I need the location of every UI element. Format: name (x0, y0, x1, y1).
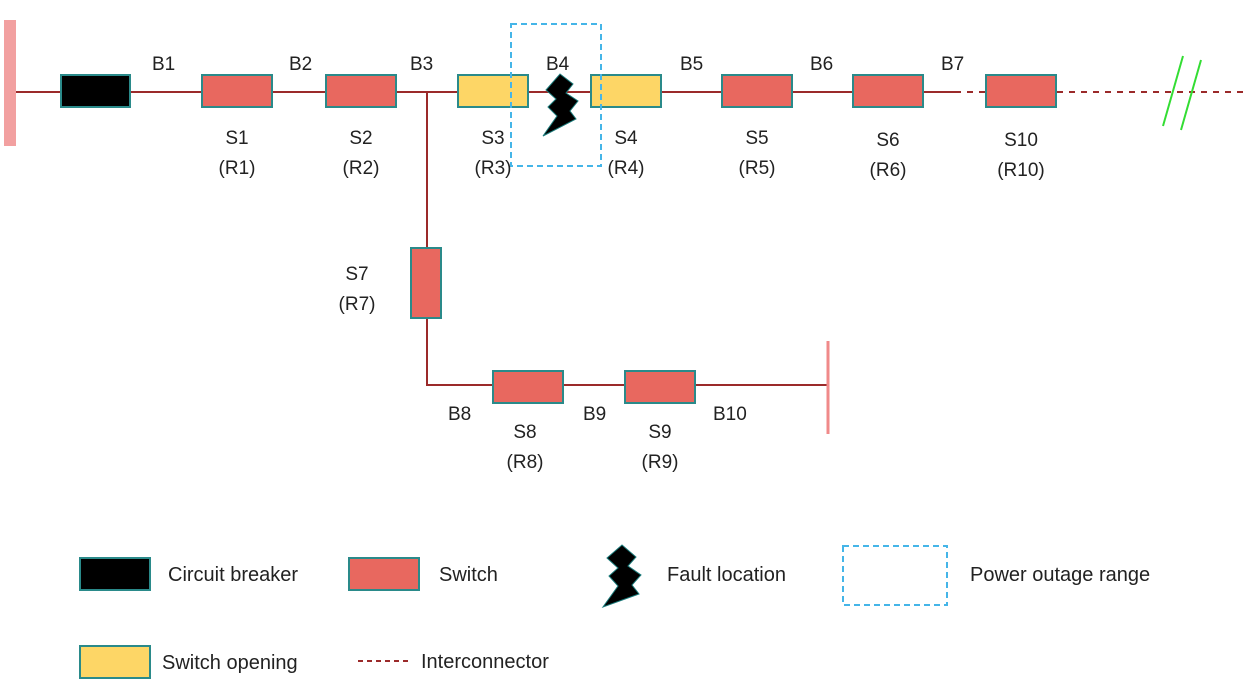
switch-s10 (985, 74, 1057, 108)
switch-s5-label: S5 (745, 128, 768, 149)
source-busbar (4, 20, 16, 146)
break-mark-1 (1162, 55, 1184, 127)
switch-s6 (852, 74, 924, 108)
switch-s4-label: S4 (614, 128, 638, 149)
switch-s6-sublabel: (R6) (870, 160, 907, 181)
bus-label-b3: B3 (410, 54, 433, 75)
switch-s7-label: S7 (345, 264, 368, 285)
bus-label-b6: B6 (810, 54, 833, 75)
switch-s5-sublabel: (R5) (739, 158, 776, 179)
legend-switch-opening-swatch (79, 645, 151, 679)
switch-s9-label: S9 (648, 422, 671, 443)
switch-s5 (721, 74, 793, 108)
switch-s8 (492, 370, 564, 404)
bus-label-b10: B10 (713, 404, 747, 425)
switch-s10-label: S10 (1004, 130, 1038, 151)
switch-s2-label: S2 (349, 128, 372, 149)
switch-s2 (325, 74, 397, 108)
legend-circuit-breaker-label: Circuit breaker (168, 564, 298, 586)
switch-s10-sublabel: (R10) (997, 160, 1045, 181)
switch-s1 (201, 74, 273, 108)
switch-s4-sublabel: (R4) (608, 158, 645, 179)
switch-s1-label: S1 (225, 128, 248, 149)
switch-s9 (624, 370, 696, 404)
legend-switch-label: Switch (439, 564, 498, 586)
bus-label-b7: B7 (941, 54, 964, 75)
fault-location-icon (542, 73, 579, 137)
switch-s8-label: S8 (513, 422, 536, 443)
bus-label-b2: B2 (289, 54, 312, 75)
legend-fault-location-label: Fault location (667, 564, 786, 586)
switch-s6-label: S6 (876, 130, 899, 151)
switch-s7 (410, 247, 442, 319)
power-outage-range-box (510, 23, 602, 167)
legend-outage-range-swatch (842, 545, 948, 606)
bus-label-b5: B5 (680, 54, 703, 75)
legend-interconnector-label: Interconnector (421, 651, 549, 673)
bus-label-b8: B8 (448, 404, 471, 425)
switch-s3-sublabel: (R3) (475, 158, 512, 179)
switch-s4 (590, 74, 662, 108)
legend-switch-swatch (348, 557, 420, 591)
switch-s3-label: S3 (481, 128, 504, 149)
bus-label-b1: B1 (152, 54, 175, 75)
legend-power-outage-range-label: Power outage range (970, 564, 1150, 586)
bus-label-b9: B9 (583, 404, 606, 425)
legend-circuit-breaker-swatch (79, 557, 151, 591)
legend-fault-icon (601, 544, 642, 609)
main-circuit-breaker (60, 74, 131, 108)
switch-s9-sublabel: (R9) (642, 452, 679, 473)
legend: Circuit breaker Switch Fault location Po… (79, 544, 1150, 679)
switch-s8-sublabel: (R8) (507, 452, 544, 473)
switch-s7-sublabel: (R7) (339, 294, 376, 315)
switch-s3 (457, 74, 529, 108)
switch-s1-sublabel: (R1) (219, 158, 256, 179)
bus-label-b4: B4 (546, 54, 570, 75)
legend-switch-opening-label: Switch opening (162, 652, 298, 674)
break-mark-2 (1180, 59, 1202, 131)
switch-s2-sublabel: (R2) (343, 158, 380, 179)
